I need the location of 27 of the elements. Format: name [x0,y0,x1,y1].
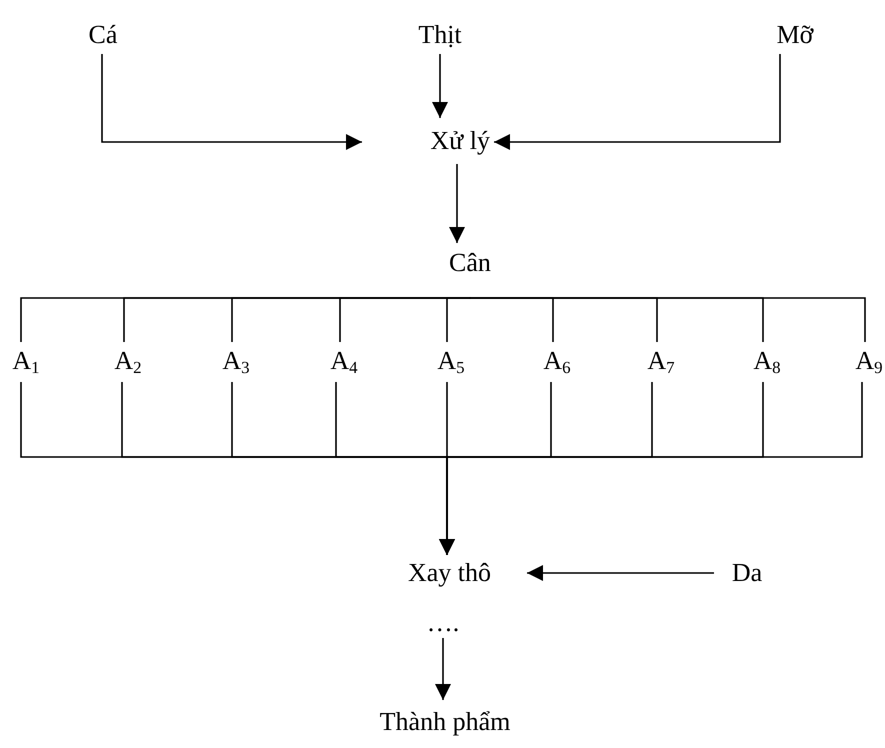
arrow [494,54,781,150]
step-label: Xay thô [408,558,492,588]
step-label: Cân [449,249,491,278]
step-label: A$_{4}$ [330,346,358,378]
step-label: Thành phẩm [380,708,510,736]
step-label: Thịt [418,20,462,50]
arrow [527,565,714,581]
step-label: A$_{5}$ [437,346,465,378]
arrow [432,54,448,118]
arrow [439,382,863,555]
connector-line [469,296,866,342]
step-label: Cá [88,20,118,50]
arrow [101,54,362,150]
arrow [435,638,451,700]
step-label: A$_{7}$ [647,346,675,378]
step-label: A$_{2}$ [114,346,142,378]
step-label: A$_{1}$ [12,346,40,378]
connector-line [446,296,471,342]
step-label: A$_{3}$ [222,346,250,378]
step-label: A$_{9}$ [855,346,883,378]
step-label: A$_{6}$ [543,346,571,378]
step-label: Mỡ [776,20,814,50]
step-label: Da [732,558,762,588]
arrow [449,164,465,243]
step-label: Xử lý [430,126,490,156]
step-label: A$_{8}$ [753,346,781,378]
step-label: …. [426,608,460,638]
